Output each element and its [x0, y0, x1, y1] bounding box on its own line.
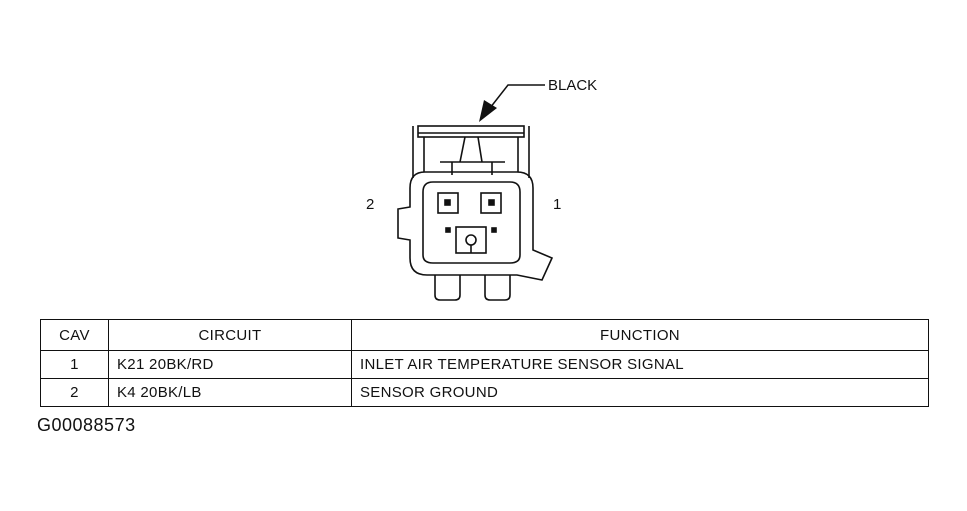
cavity-label-1: 1 — [553, 196, 561, 213]
header-function: FUNCTION — [351, 319, 929, 351]
table-row: 2 K4 20BK/LB SENSOR GROUND — [40, 378, 929, 407]
color-label: BLACK — [548, 77, 597, 94]
header-circuit: CIRCUIT — [108, 319, 352, 351]
function-cell: INLET AIR TEMPERATURE SENSOR SIGNAL — [351, 350, 929, 379]
figure-id: G00088573 — [37, 415, 136, 435]
cav-cell: 1 — [40, 350, 109, 379]
cav-cell: 2 — [40, 378, 109, 407]
table-row: 1 K21 20BK/RD INLET AIR TEMPERATURE SENS… — [40, 350, 929, 379]
connector-body — [397, 125, 554, 301]
circuit-cell: K21 20BK/RD — [108, 350, 352, 379]
table-header-row: CAV CIRCUIT FUNCTION — [40, 319, 929, 351]
cavity-label-2: 2 — [366, 196, 374, 213]
pinout-table: CAV CIRCUIT FUNCTION 1 K21 20BK/RD INLET… — [40, 319, 929, 407]
function-cell: SENSOR GROUND — [351, 378, 929, 407]
circuit-cell: K4 20BK/LB — [108, 378, 352, 407]
header-cav: CAV — [40, 319, 109, 351]
color-callout: BLACK — [479, 77, 597, 122]
